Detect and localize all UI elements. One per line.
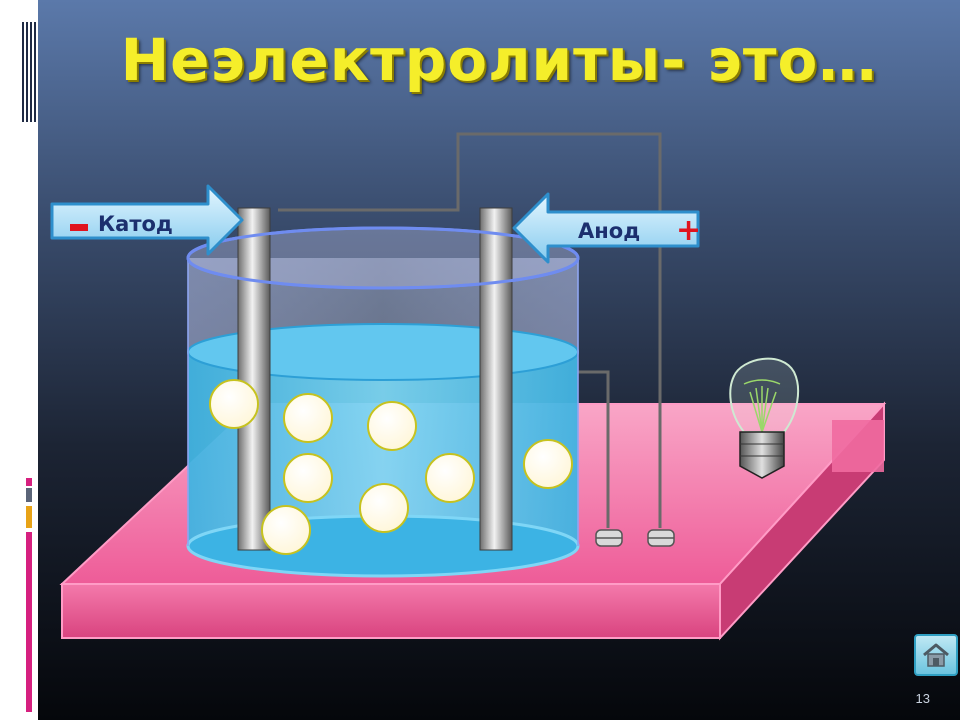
beaker-rim [186,226,580,290]
anode-label: Анод [578,219,640,243]
molecule [523,439,573,489]
striped-accent [22,22,36,122]
accent-bar [26,488,32,502]
accent-bar [26,532,32,712]
cathode-electrode [237,207,271,551]
anode-label-arrow: Анод + [512,192,701,264]
molecule [367,401,417,451]
slide: Неэлектролиты- это… [38,0,960,720]
home-button[interactable] [914,634,958,676]
terminals [595,529,675,547]
accent-bar [26,506,32,528]
light-bulb-icon [729,357,800,479]
minus-sign [70,224,88,231]
plus-sign: + [676,213,701,248]
molecule [209,379,259,429]
left-decoration [0,0,38,720]
molecule [359,483,409,533]
anode-electrode [479,207,513,551]
molecule [283,393,333,443]
molecules [209,379,573,555]
molecule [283,453,333,503]
molecule [261,505,311,555]
molecule [425,453,475,503]
cathode-label-arrow: Катод [50,184,244,256]
circuit-wires [278,132,662,528]
home-icon [923,643,949,667]
cathode-label: Катод [98,212,173,236]
accent-bar [26,478,32,486]
slide-title: Неэлектролиты- это… [120,26,878,94]
electrolysis-diagram: Катод Анод + [50,132,887,641]
page-number: 13 [915,691,930,706]
